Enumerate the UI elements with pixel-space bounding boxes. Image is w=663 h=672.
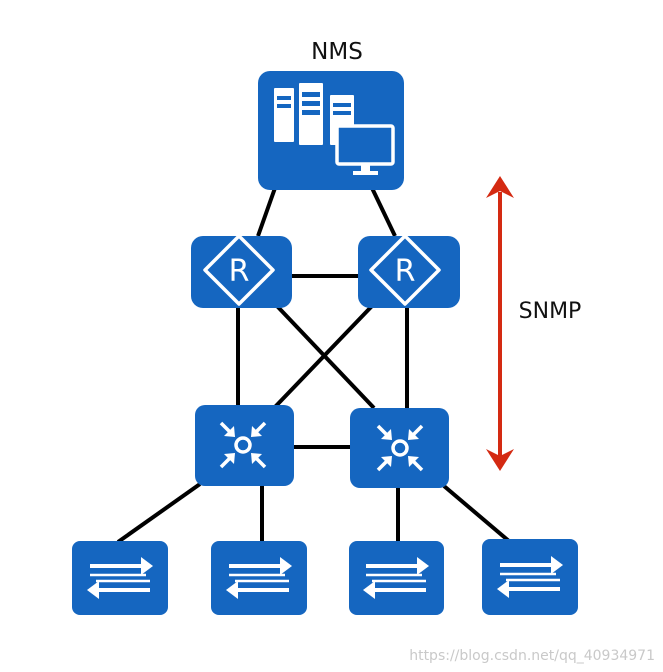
snmp-label: SNMP (519, 299, 582, 324)
access-switch-4 (482, 539, 578, 615)
nms-label: NMS (311, 39, 363, 65)
access-switch-2 (211, 541, 307, 615)
link-nms-router-left (256, 187, 277, 237)
access-switch-3 (349, 541, 444, 615)
link-core-left-access-1 (116, 482, 202, 544)
router-right (358, 234, 460, 308)
link-router-right-core-left (272, 304, 374, 410)
link-core-right-access-4 (442, 484, 512, 544)
nms-device (258, 71, 404, 190)
access-switch-1 (72, 541, 168, 615)
links (116, 187, 512, 544)
link-nms-router-right (370, 187, 397, 237)
core-switch-right (350, 408, 449, 488)
server-workstation-icon (274, 83, 395, 175)
snmp-double-arrow (486, 176, 514, 471)
core-switch-left (195, 405, 294, 486)
watermark: https://blog.csdn.net/qq_40934971 (409, 648, 655, 664)
router-left (191, 234, 292, 308)
